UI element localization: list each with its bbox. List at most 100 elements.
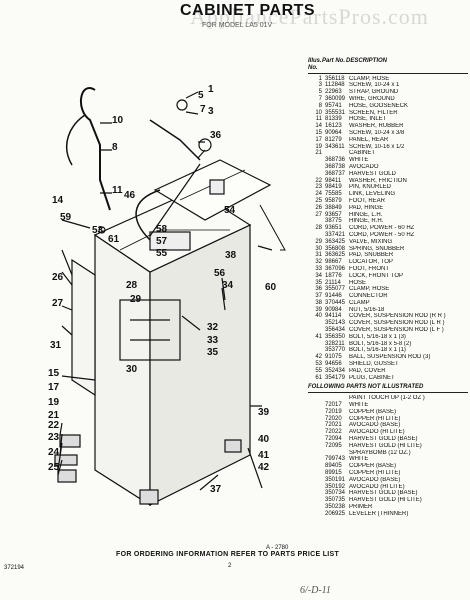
illus-no: 22 [315, 177, 322, 184]
part-no: 350191 [325, 476, 346, 483]
illus-no: 14 [315, 123, 322, 130]
table-row: 72094 HARVEST GOLD (BASE) [308, 436, 468, 443]
illus-no: 33 [315, 265, 322, 272]
illus-no: 53 [315, 361, 322, 368]
part-desc: WHITE [349, 456, 369, 463]
illus-no: 1 [318, 75, 322, 82]
callout-label: 30 [126, 364, 138, 375]
illus-no [308, 511, 325, 518]
part-no: 91446 [325, 293, 342, 300]
callout-label: 1 [208, 84, 214, 95]
part-no: 18776 [325, 272, 342, 279]
part-desc: COPPER (BASE) [349, 463, 397, 470]
part-desc: AVOCADO (HI LITE) [349, 429, 405, 436]
part-desc: HARVEST GOLD (HI LITE) [349, 442, 422, 449]
illus-no [308, 395, 325, 402]
part-no: 72019 [325, 408, 342, 415]
illus-no: 39 [315, 306, 322, 313]
page-subtitle: FOR MODEL LA5 01V [202, 22, 273, 29]
part-no: 90984 [325, 306, 342, 313]
callout-label: 25 [48, 462, 60, 473]
part-desc: AVOCADO (BASE) [349, 422, 401, 429]
illus-no: 19 [315, 143, 322, 150]
callout-label: 57 [156, 236, 168, 247]
part-desc: HOSE, INLET [349, 116, 387, 123]
illus-no [308, 450, 325, 457]
part-desc: FOOT, FRONT [349, 265, 389, 272]
illus-no [308, 171, 325, 178]
part-no: 367096 [325, 265, 346, 272]
part-no: 356808 [325, 245, 346, 252]
part-no: 350238 [325, 504, 346, 510]
illus-no: 40 [315, 313, 322, 320]
table-row: PAINT TOUCH UP (1-2 OZ ) [308, 395, 468, 402]
callout-label: 29 [130, 294, 142, 305]
table-row: SPRAYBOMB (12 OZ.) [308, 450, 468, 457]
part-no: 206925 [325, 510, 346, 517]
part-desc: BOLT, 5/16-18 x 5-8 (2) [349, 340, 412, 347]
part-no: 91075 [325, 354, 342, 361]
illus-no: 30 [315, 245, 322, 252]
illus-no [308, 484, 325, 491]
illus-no [308, 429, 325, 436]
part-no: 98411 [325, 177, 342, 184]
part-desc: BOLT, 5/16-18 x 1 (3) [349, 333, 406, 340]
part-no: 350192 [325, 483, 346, 490]
part-no: 368736 [325, 157, 346, 164]
illus-no: 3 [318, 82, 322, 89]
callout-label: 61 [108, 234, 120, 245]
part-desc: AVOCADO (HI LITE) [349, 483, 405, 490]
part-no [325, 395, 349, 402]
callout-label: 53 [92, 225, 104, 236]
document-code: 372194 [4, 565, 25, 571]
callout-label: 55 [156, 248, 168, 259]
illus-no: 26 [315, 204, 322, 211]
illus-no: 25 [315, 197, 322, 204]
illus-no [308, 477, 325, 484]
callout-label: 59 [60, 212, 72, 223]
callout-label: 36 [210, 130, 222, 141]
part-desc: CLAMP, HOSE [349, 75, 390, 82]
part-desc: COPPER (BASE) [349, 408, 397, 415]
part-no: 75585 [325, 191, 342, 198]
part-desc: HARVEST GOLD (BASE) [349, 490, 418, 497]
inlet-hose-drawing [79, 87, 111, 211]
part-desc: FOOT, REAR [349, 197, 386, 204]
callout-label: 17 [48, 382, 60, 393]
part-desc: AVOCADO [349, 163, 379, 170]
page-number: 2 [228, 563, 232, 569]
part-no: 81279 [325, 136, 342, 143]
part-no: 370445 [325, 299, 346, 306]
part-desc: HARVEST GOLD (BASE) [349, 436, 418, 443]
callout-label: 46 [124, 190, 136, 201]
part-no: 112848 [325, 82, 345, 89]
part-no: 72094 [325, 436, 342, 443]
ordering-note: FOR ORDERING INFORMATION REFER TO PARTS … [116, 551, 340, 558]
part-desc: WASHER, RUBBER [349, 123, 404, 130]
callout-label: 32 [207, 322, 219, 333]
part-no: 72021 [325, 422, 342, 429]
